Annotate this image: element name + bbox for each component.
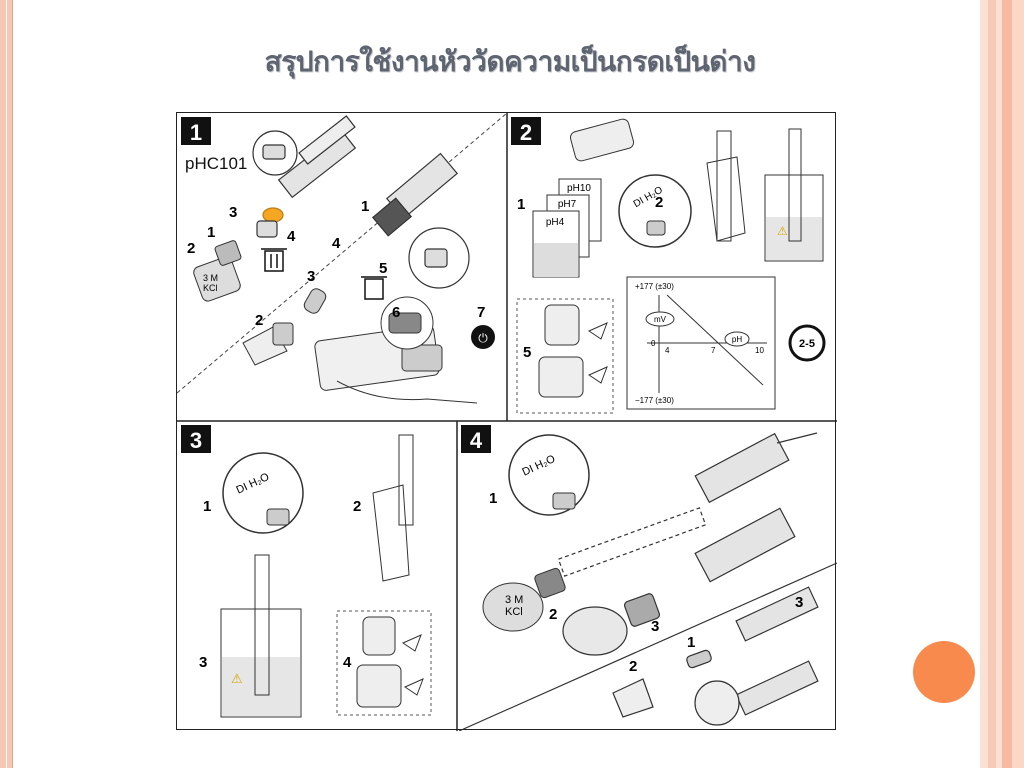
repeat-icon <box>788 324 826 362</box>
svg-text:3: 3 <box>795 594 803 611</box>
graph-x-tick-4: 4 <box>665 346 670 355</box>
svg-text:5: 5 <box>379 260 387 277</box>
svg-text:6: 6 <box>392 304 400 321</box>
panel-3: 3 DI H₂O 1 2 3 ⚠ 4 <box>181 425 432 718</box>
graph-x-tick-7: 7 <box>711 346 716 355</box>
right-stripe <box>1012 0 1024 768</box>
graph-x-tick-10: 10 <box>755 346 764 355</box>
kcl-bottle-4 <box>482 567 566 632</box>
panel-1: 1 pHC101 3 4 1 2 3 M KCl <box>177 113 508 404</box>
tissue-wipe-3 <box>372 484 410 582</box>
svg-text:4: 4 <box>287 228 296 245</box>
slide-title: สรุปการใช้งานหัววัดความเป็นกรดเป็นด่าง <box>264 45 756 78</box>
meter-small <box>544 304 580 346</box>
svg-text:3: 3 <box>229 204 237 221</box>
graph-y-label: mV <box>654 315 667 324</box>
divider-dashed <box>177 113 508 394</box>
graph-x-tick-0: 0 <box>651 339 656 348</box>
kcl-label-4b: KCl <box>505 606 523 618</box>
panel-4-number: 4 <box>470 428 483 453</box>
svg-text:3: 3 <box>651 618 659 635</box>
trash-icon <box>361 276 387 300</box>
left-border-line <box>6 0 7 768</box>
graph-y-top: +177 (±30) <box>635 282 674 291</box>
probe-lower-right <box>458 562 837 731</box>
warning-icon: ⚠ <box>777 224 788 238</box>
right-stripe <box>996 0 1002 768</box>
svg-text:7: 7 <box>477 304 485 321</box>
panel-2: 2 pH10 pH7 pH4 1 DI H₂O 2 3 4 ⚠ <box>511 117 826 414</box>
buffer-beakers <box>532 178 602 278</box>
svg-text:1: 1 <box>203 498 211 515</box>
rinse-callout <box>618 174 692 248</box>
svg-text:1: 1 <box>687 634 695 651</box>
panel-3-number: 3 <box>190 428 202 453</box>
meter-large <box>538 356 584 398</box>
panel-1-number: 1 <box>190 120 202 145</box>
svg-text:4: 4 <box>332 235 341 252</box>
svg-text:3: 3 <box>307 268 315 285</box>
power-icon <box>471 325 495 349</box>
kcl-bottle-1 <box>193 240 242 302</box>
warning-icon: ⚠ <box>231 671 243 686</box>
svg-text:2: 2 <box>255 312 263 329</box>
svg-text:1: 1 <box>517 196 525 213</box>
svg-text:3: 3 <box>199 654 207 671</box>
probe-upper-left <box>252 115 357 238</box>
svg-text:2: 2 <box>655 194 663 211</box>
probe-upper-right <box>557 432 818 577</box>
svg-text:5: 5 <box>523 344 531 361</box>
svg-text:1: 1 <box>361 198 369 215</box>
graph-y-bottom: −177 (±30) <box>635 396 674 405</box>
right-stripe <box>1002 0 1012 768</box>
beaker-label-ph4: pH4 <box>546 217 565 228</box>
rinse-callout-4 <box>508 434 590 516</box>
probe-tip-cap <box>242 322 294 366</box>
svg-text:2: 2 <box>549 606 557 623</box>
rinse-callout-3 <box>222 452 304 534</box>
tissue-wipe <box>706 156 746 242</box>
svg-text:4: 4 <box>343 654 352 671</box>
svg-text:2: 2 <box>187 240 195 257</box>
svg-text:1: 1 <box>489 490 497 507</box>
trash-icon <box>261 248 287 272</box>
panel-4: 4 DI H₂O 1 3 M KCl 2 3 <box>458 425 837 731</box>
right-stripe <box>988 0 996 768</box>
instruction-figure: 1 pHC101 3 4 1 2 3 M KCl <box>176 112 837 731</box>
beaker-label-ph10: pH10 <box>567 183 591 194</box>
graph-x-label: pH <box>732 335 742 344</box>
panel-2-number: 2 <box>520 120 532 145</box>
kcl-label-1b: KCl <box>203 283 218 293</box>
svg-text:2: 2 <box>629 658 637 675</box>
cycle-label: 2-5 <box>799 338 815 350</box>
right-stripe <box>980 0 988 768</box>
probe-center <box>371 152 470 289</box>
kcl-label-1a: 3 M <box>203 273 218 283</box>
kcl-label-4a: 3 M <box>505 594 523 606</box>
decorative-orange-circle <box>913 641 975 703</box>
meter-device <box>314 296 478 404</box>
svg-text:⏻: ⏻ <box>478 331 488 345</box>
svg-text:2: 2 <box>353 498 361 515</box>
model-label: pHC101 <box>185 154 247 173</box>
svg-text:1: 1 <box>207 224 215 241</box>
beaker-label-ph7: pH7 <box>558 199 577 210</box>
probe-middle-right <box>562 507 796 656</box>
